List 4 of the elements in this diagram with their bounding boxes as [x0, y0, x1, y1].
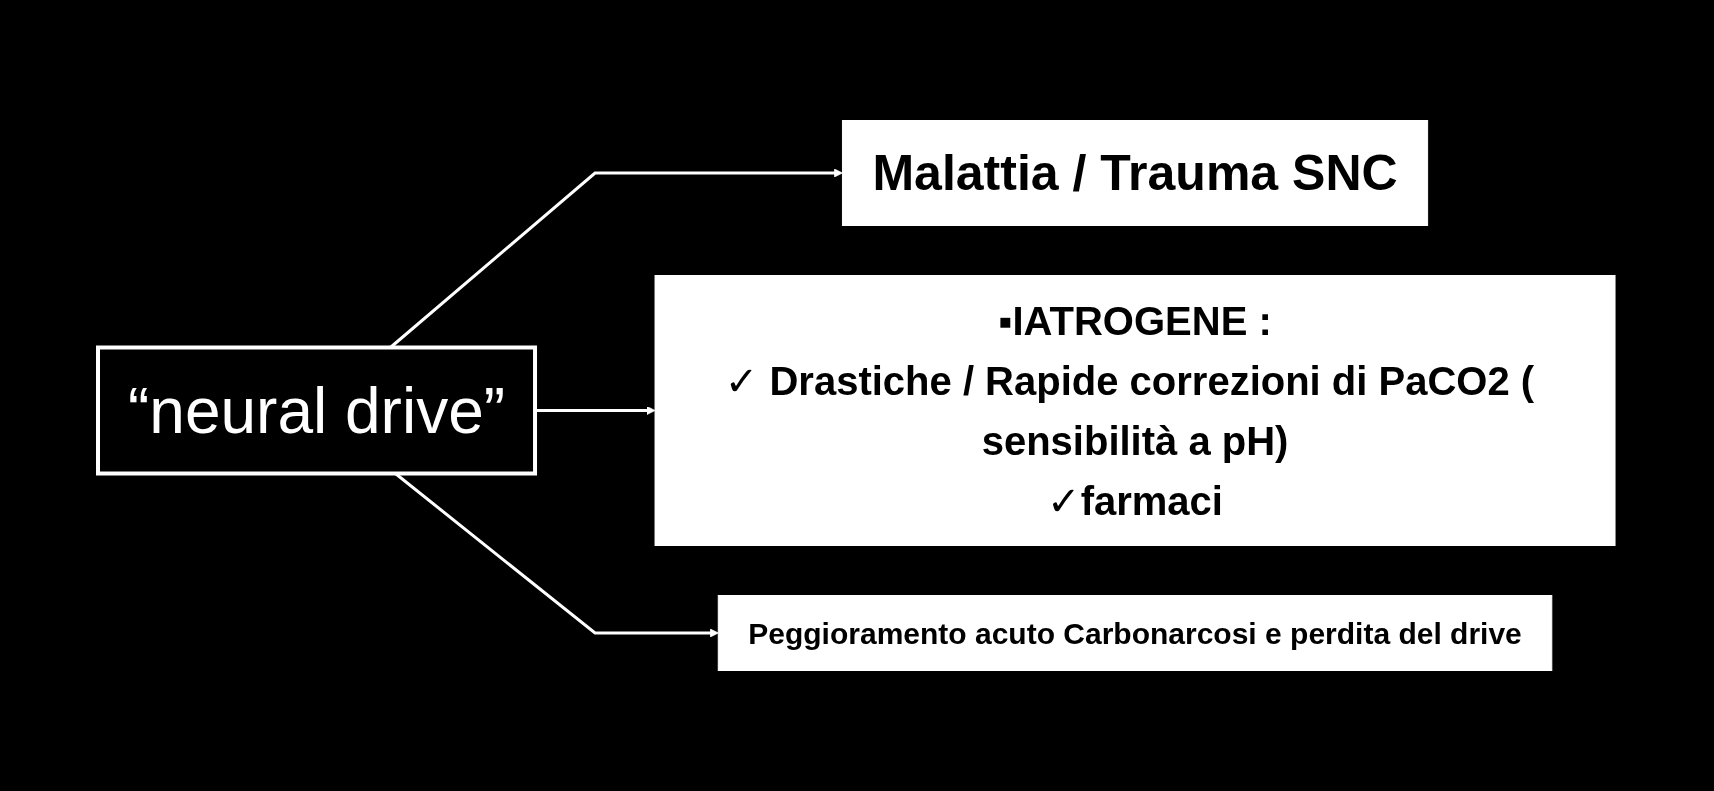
node-box: ▪IATROGENE : ✓ Drastiche / Rapide correzioni di PaCO2 ( sensibilità a pH) ✓farmaci [655, 275, 1616, 546]
node-box: “neural drive” [96, 345, 538, 476]
node-box: Peggioramento acuto Carbonarcosi e perdita del drive [718, 595, 1553, 671]
node-box: Malattia / Trauma SNC [842, 120, 1429, 226]
